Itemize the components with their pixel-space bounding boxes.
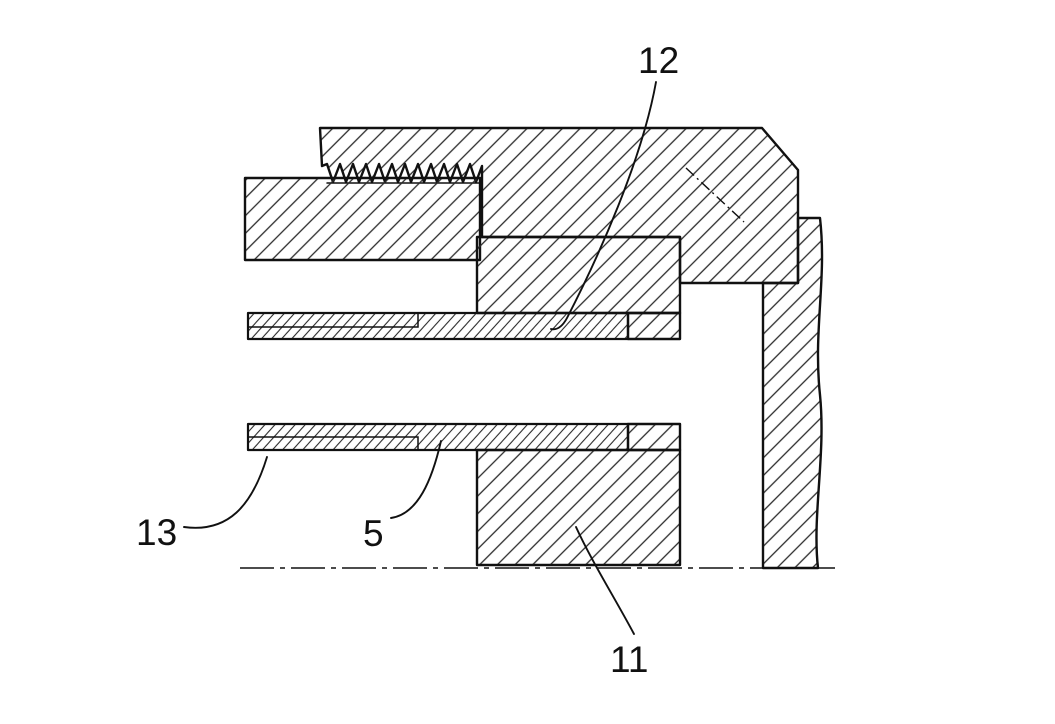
leader-13	[183, 456, 268, 529]
sleeve-line-top	[247, 312, 419, 328]
body-lower-section	[475, 448, 682, 567]
leader-5	[390, 440, 442, 519]
label-11: 11	[610, 639, 648, 680]
leader-11	[575, 526, 635, 635]
sleeve-line-bottom	[247, 436, 419, 451]
nut-flange-section	[243, 176, 482, 262]
body-shoulder-bottom	[626, 422, 682, 452]
label-12: 12	[638, 40, 679, 81]
leader-12	[550, 81, 657, 331]
label-13: 13	[136, 512, 177, 553]
label-5: 5	[363, 513, 384, 554]
phantom-line	[685, 167, 745, 223]
body-upper-section	[475, 235, 682, 315]
tube-upper-wall	[246, 311, 630, 341]
wall-panel-section	[761, 216, 824, 570]
body-shoulder-top	[626, 311, 682, 341]
